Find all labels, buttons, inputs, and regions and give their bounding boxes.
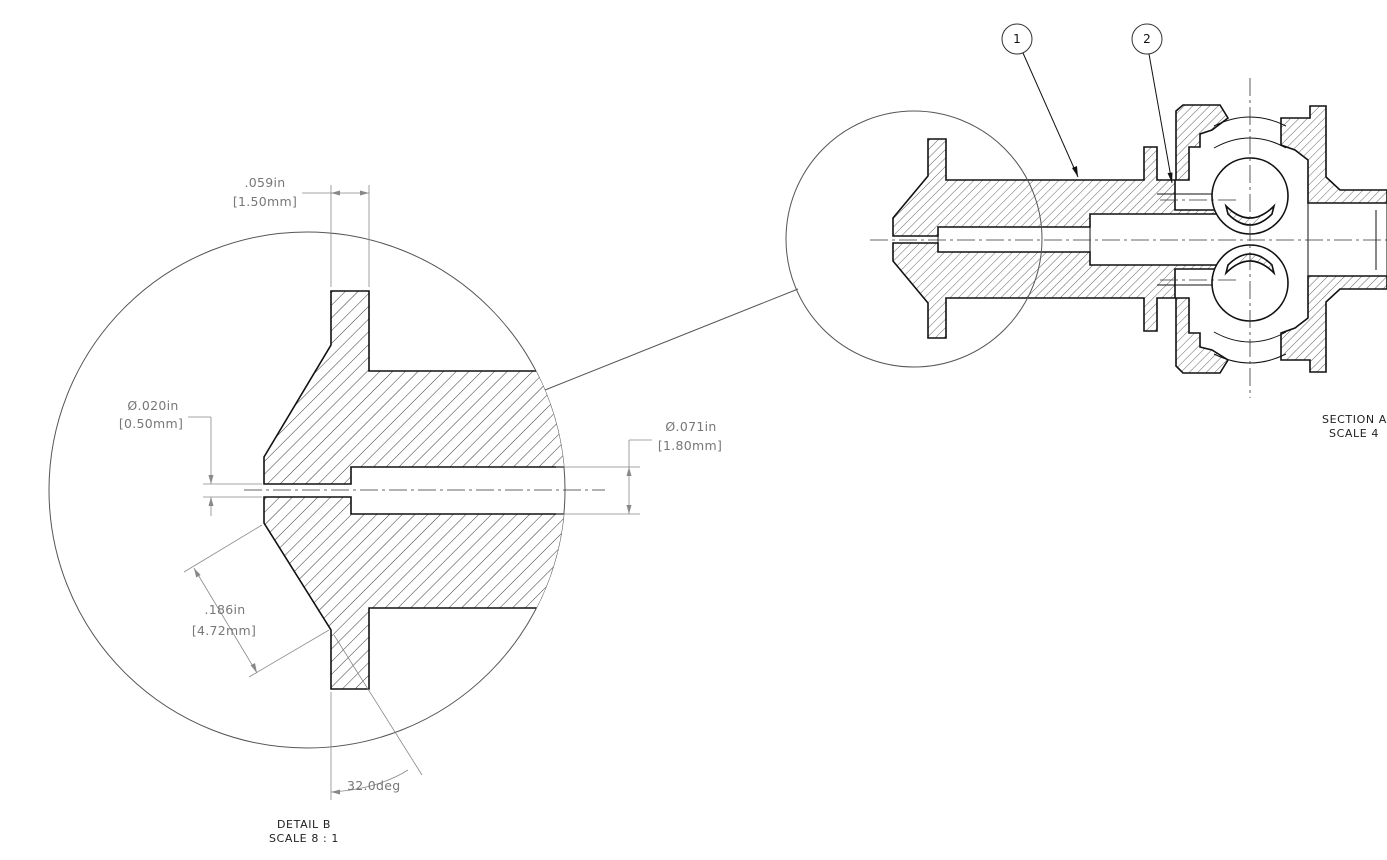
- section-scale: SCALE 4: [1329, 427, 1379, 440]
- balloon-2: 2: [1131, 23, 1173, 184]
- cone-angle-value: 32.0deg: [347, 778, 401, 793]
- nozzle-lower-half: [263, 496, 565, 690]
- flange-thickness-mm: [1.50mm]: [233, 194, 297, 209]
- bore-diameter-inch: Ø.071in: [665, 419, 716, 434]
- dim-cone-length: .186in [4.72mm]: [183, 524, 330, 678]
- dim-cone-angle: 32.0deg: [330, 634, 423, 800]
- section-detail-circle: [785, 110, 1043, 368]
- detail-scale: SCALE 8 : 1: [269, 832, 339, 845]
- bore-diameter-mm: [1.80mm]: [658, 438, 722, 453]
- balloon-2-number: 2: [1143, 32, 1151, 46]
- cone-length-mm: [4.72mm]: [192, 623, 256, 638]
- section-housing-upper-right: [1280, 105, 1387, 204]
- section-nozzle-upper: [892, 138, 1223, 237]
- section-a-view: [870, 78, 1387, 398]
- detail-b-view: .059in [1.50mm] Ø.020in [0.50mm] Ø.071in…: [48, 175, 722, 845]
- section-housing-lower-right: [1280, 275, 1387, 373]
- detail-title: DETAIL B: [277, 818, 331, 831]
- detail-leader-line: [544, 288, 799, 391]
- section-nozzle-lower: [892, 242, 1223, 339]
- cone-length-inch: .186in: [204, 602, 245, 617]
- balloon-1-number: 1: [1013, 32, 1021, 46]
- nozzle-upper-half: [263, 290, 565, 485]
- dim-flange-thickness: .059in [1.50mm]: [233, 175, 370, 287]
- section-title: SECTION A: [1322, 413, 1387, 426]
- orifice-diameter-inch: Ø.020in: [127, 398, 178, 413]
- flange-thickness-inch: .059in: [244, 175, 285, 190]
- dim-orifice-diameter: Ø.020in [0.50mm]: [119, 398, 262, 516]
- section-housing-upper-left: [1175, 104, 1230, 181]
- dim-bore-diameter: Ø.071in [1.80mm]: [556, 419, 722, 515]
- balloon-1: 1: [1001, 23, 1079, 178]
- orifice-diameter-mm: [0.50mm]: [119, 416, 183, 431]
